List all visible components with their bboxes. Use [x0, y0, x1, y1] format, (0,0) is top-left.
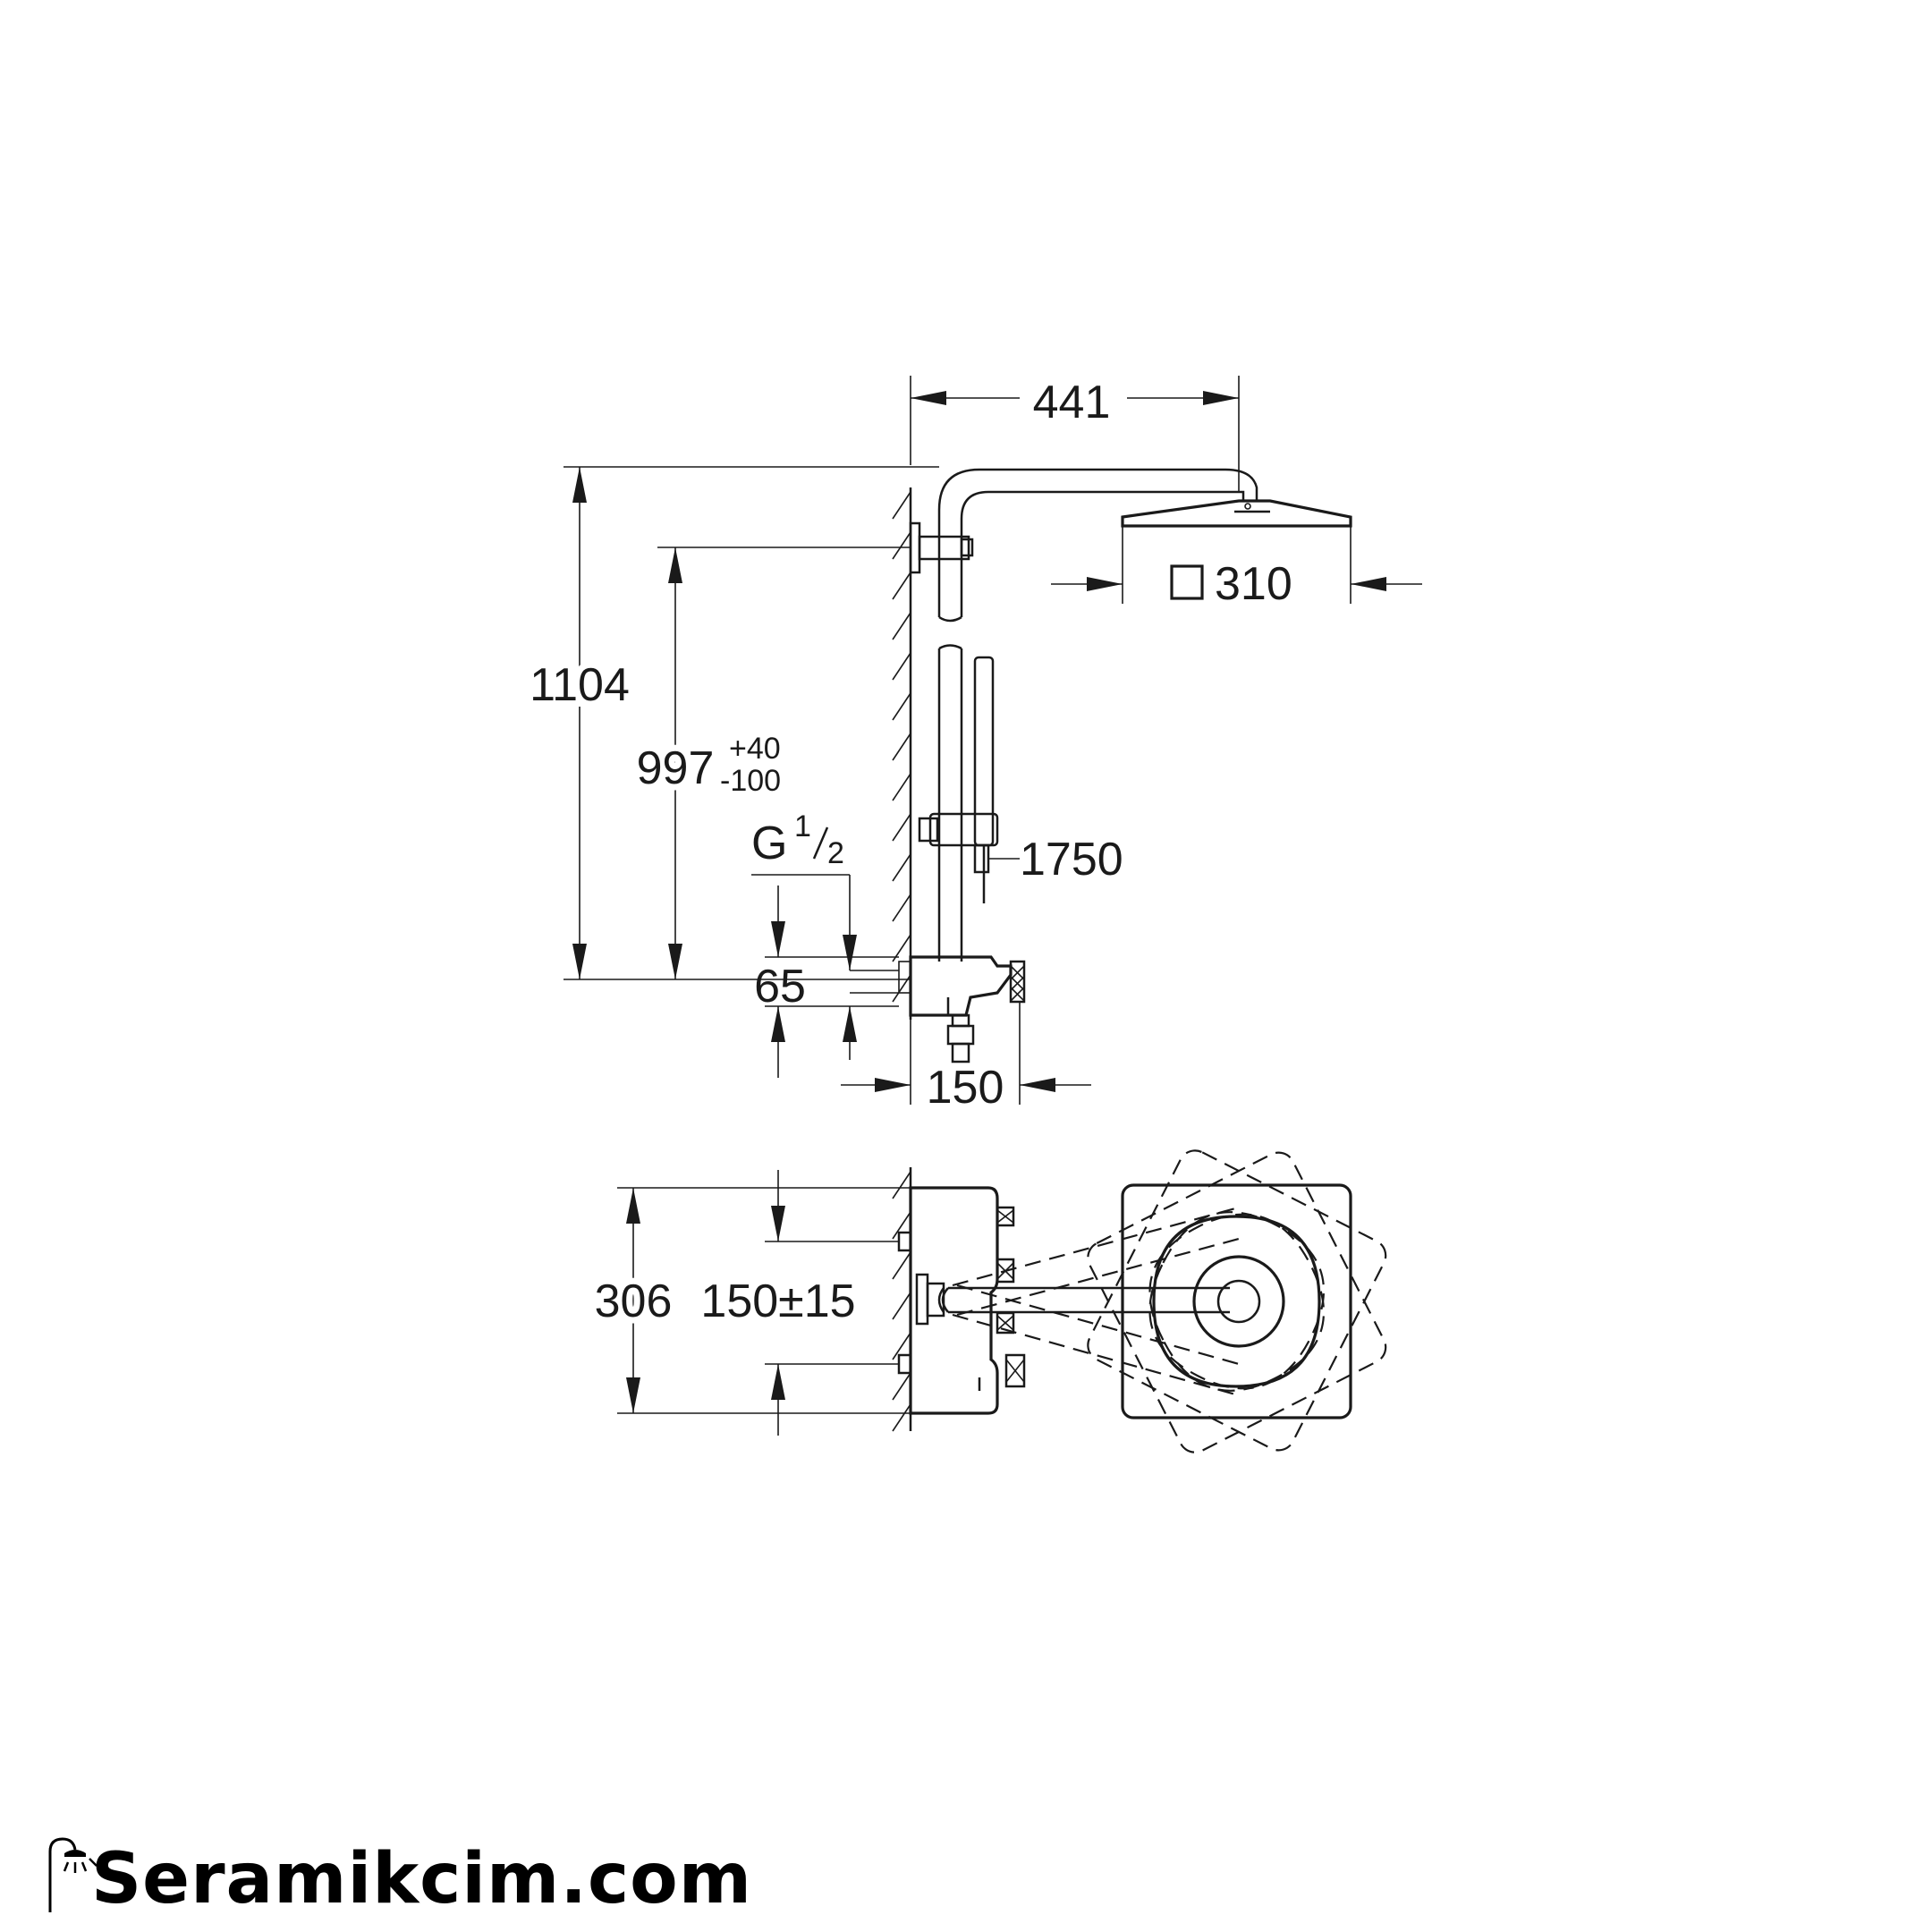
dimension-310	[1051, 526, 1422, 604]
dimension-150-depth	[841, 1002, 1091, 1105]
dimension-441	[910, 376, 1240, 492]
top-view: 306 150±15	[589, 1149, 1387, 1453]
shower-head-top	[1121, 1183, 1352, 1419]
dimension-150-center	[765, 1170, 899, 1436]
dimension-1104	[564, 466, 939, 980]
dim-label-150-center: 150±15	[700, 1275, 855, 1327]
dim-label-441: 441	[1033, 377, 1111, 428]
wall-side	[892, 487, 912, 1020]
side-view: 441 1104 997 +40 -100 G 1 2	[523, 376, 1422, 1114]
shower-head-side	[1121, 499, 1352, 528]
thread-label-g: G	[751, 818, 787, 869]
dim-label-1104: 1104	[530, 659, 630, 711]
dim-label-997: 997	[637, 742, 715, 794]
shower-head-rotated-ccw	[1087, 1151, 1387, 1453]
dim-label-65: 65	[754, 961, 806, 1013]
brand-name: Seramikcim.com	[91, 1839, 753, 1919]
thread-label-den: 2	[827, 836, 844, 870]
dim-tol-minus: -100	[720, 764, 781, 798]
brand-logo: Seramikcim.com	[45, 1816, 752, 1914]
thread-label-num: 1	[794, 809, 811, 843]
dimension-306	[617, 1187, 911, 1414]
thread-g-half: G 1 2	[751, 809, 857, 1060]
shower-arm-top	[915, 1273, 1230, 1326]
shower-riser	[909, 468, 1258, 962]
wall-top	[892, 1167, 912, 1432]
dim-tol-plus: +40	[729, 732, 781, 766]
dim-label-306: 306	[595, 1275, 673, 1327]
shower-head-icon	[48, 1837, 97, 1912]
shower-head-rotated-cw	[1087, 1149, 1387, 1452]
dimension-65	[765, 886, 899, 1078]
dim-label-310: 310	[1215, 558, 1292, 610]
hand-shower-side	[918, 656, 999, 903]
dimension-997	[657, 547, 911, 979]
thermostat-side	[898, 955, 1026, 1063]
dim-label-1750: 1750	[1020, 834, 1123, 886]
thermostat-top	[897, 1186, 1026, 1415]
dim-label-150-depth: 150	[927, 1062, 1004, 1114]
square-symbol-icon	[1170, 564, 1204, 600]
